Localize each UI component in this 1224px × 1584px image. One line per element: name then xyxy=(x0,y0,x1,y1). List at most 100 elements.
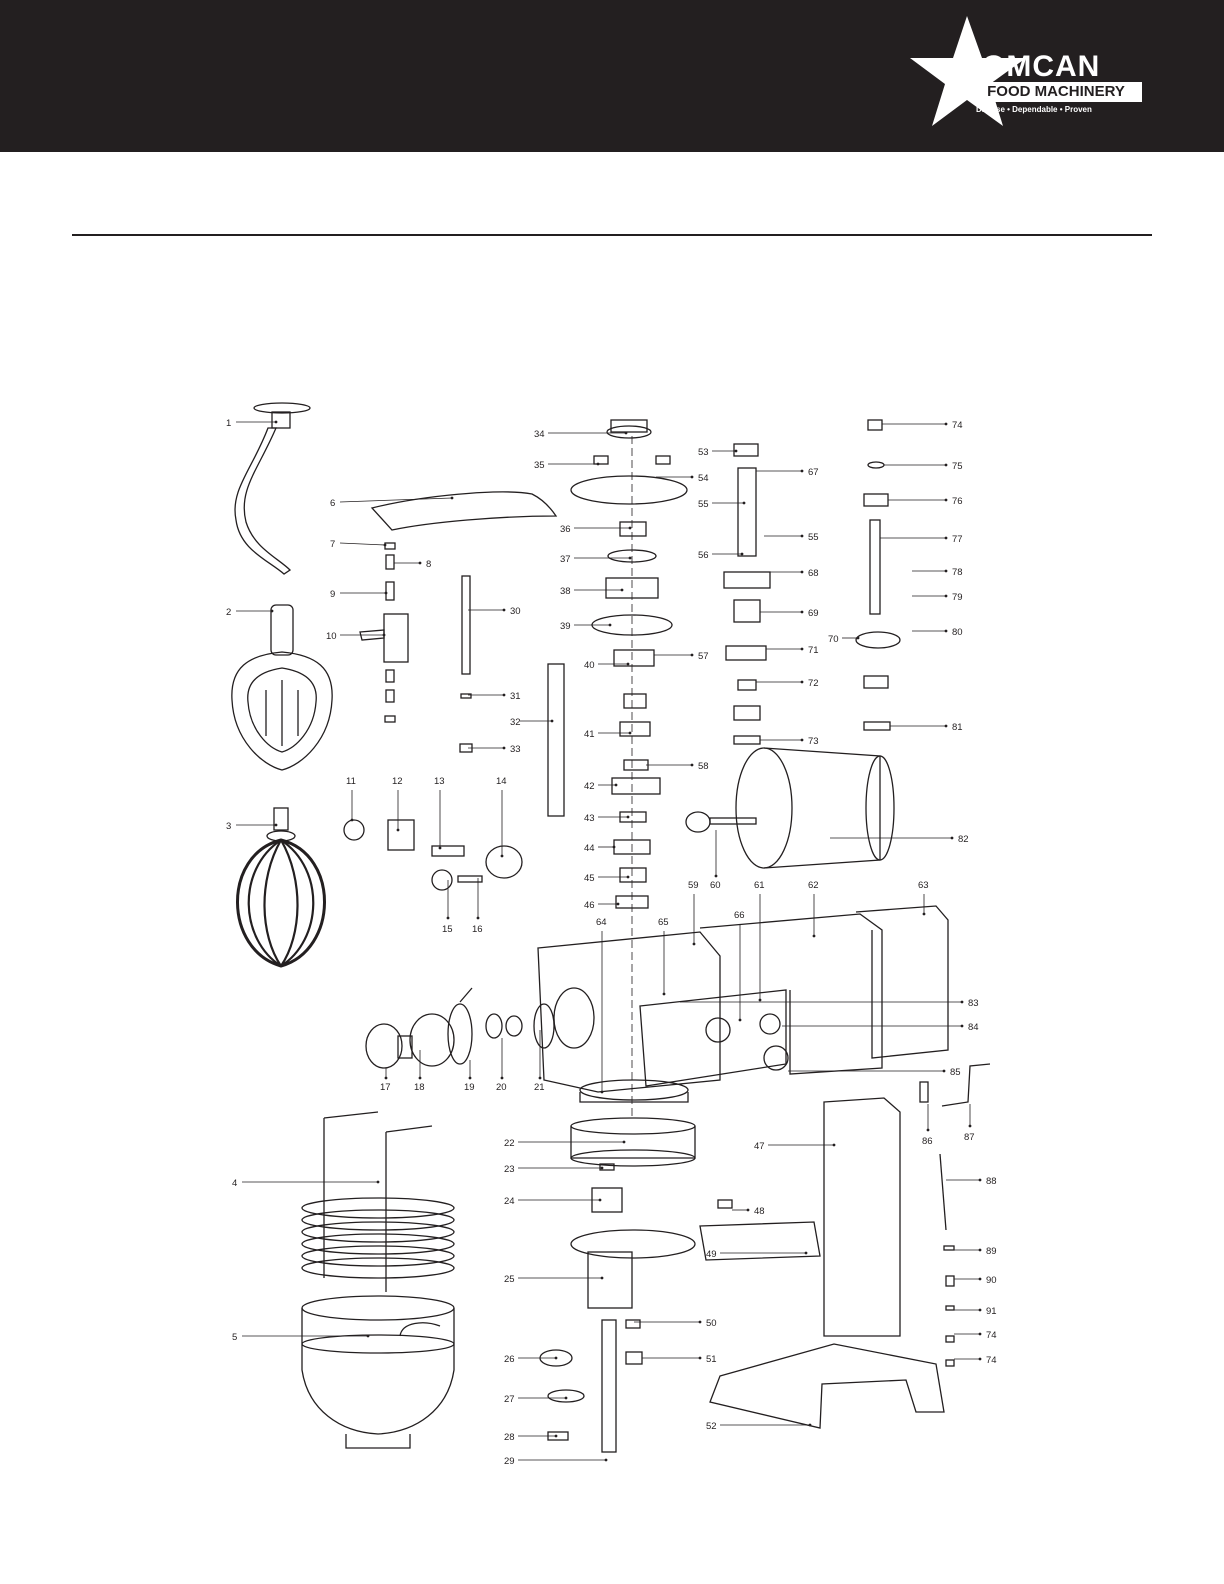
leader-dot xyxy=(626,662,630,666)
part-label: 2 xyxy=(226,607,231,618)
part-label: 23 xyxy=(504,1164,515,1175)
part-label: 80 xyxy=(952,627,963,638)
part-label: 18 xyxy=(414,1082,425,1093)
brand-logo: OMCAN FOOD MACHINERY Diverse • Dependabl… xyxy=(910,14,1160,134)
leader-dot xyxy=(554,1434,558,1438)
leader-dot xyxy=(978,1332,982,1336)
leader-dot xyxy=(418,1076,422,1080)
leader-dot xyxy=(800,680,804,684)
part-label: 71 xyxy=(808,645,819,656)
part-label: 56 xyxy=(698,550,709,561)
small-parts-drawing xyxy=(919,1063,991,1367)
part-label: 58 xyxy=(698,761,709,772)
part-label: 13 xyxy=(434,776,445,787)
leader-dot xyxy=(384,1076,388,1080)
splash-cover-drawing xyxy=(370,491,558,531)
leader-dot xyxy=(978,1178,982,1182)
leader-dot xyxy=(502,608,506,612)
attachment-hub-drawing xyxy=(365,987,555,1069)
part-label: 20 xyxy=(496,1082,507,1093)
part-label: 30 xyxy=(510,606,521,617)
part-label: 50 xyxy=(706,1318,717,1329)
part-label: 15 xyxy=(442,924,453,935)
part-label: 90 xyxy=(986,1275,997,1286)
leader-dot xyxy=(274,420,278,424)
leader-dot xyxy=(662,992,666,996)
leader-dot xyxy=(950,836,954,840)
part-label: 51 xyxy=(706,1354,717,1365)
part-label: 27 xyxy=(504,1394,515,1405)
part-label: 67 xyxy=(808,467,819,478)
leader-dot xyxy=(502,693,506,697)
leader-dot xyxy=(944,629,948,633)
part-label: 65 xyxy=(658,917,669,928)
part-label: 10 xyxy=(326,631,337,642)
leader-dot xyxy=(500,854,504,858)
leader-line xyxy=(339,497,453,503)
leader-dot xyxy=(960,1024,964,1028)
part-label: 29 xyxy=(504,1456,515,1467)
leader-dot xyxy=(626,875,630,879)
part-label: 82 xyxy=(958,834,969,845)
leader-dot xyxy=(628,731,632,735)
part-label: 9 xyxy=(330,589,335,600)
third-shaft-drawing xyxy=(855,419,901,731)
part-label: 12 xyxy=(392,776,403,787)
leader-dot xyxy=(800,738,804,742)
leader-dot xyxy=(944,422,948,426)
part-label: 42 xyxy=(584,781,595,792)
hub-parts-drawing xyxy=(343,819,523,891)
part-label: 70 xyxy=(828,634,839,645)
leader-dot xyxy=(742,501,746,505)
leader-dot xyxy=(734,449,738,453)
part-label: 55 xyxy=(698,499,709,510)
brand-tagline: Diverse • Dependable • Proven xyxy=(976,105,1092,114)
part-label: 44 xyxy=(584,843,595,854)
part-label: 14 xyxy=(496,776,507,787)
part-label: 63 xyxy=(918,880,929,891)
leader-dot xyxy=(538,1076,542,1080)
leader-dot xyxy=(626,815,630,819)
mixer-housing-drawing xyxy=(537,905,949,1103)
part-label: 55 xyxy=(808,532,819,543)
part-label: 86 xyxy=(922,1136,933,1147)
leader-dot xyxy=(698,1356,702,1360)
part-label: 6 xyxy=(330,498,335,509)
leader-dot xyxy=(274,823,278,827)
part-label: 32 xyxy=(510,717,521,728)
leader-dot xyxy=(832,1143,836,1147)
leader-dot xyxy=(690,653,694,657)
part-label: 68 xyxy=(808,568,819,579)
leader-dot xyxy=(600,1166,604,1170)
leader-dot xyxy=(692,942,696,946)
leader-dot xyxy=(384,591,388,595)
leader-dot xyxy=(418,561,422,565)
part-label: 78 xyxy=(952,567,963,578)
leader-dot xyxy=(600,1090,604,1094)
part-label: 57 xyxy=(698,651,709,662)
header-rule xyxy=(72,234,1152,236)
leader-dot xyxy=(476,916,480,920)
leader-dot xyxy=(628,526,632,530)
part-label: 39 xyxy=(560,621,571,632)
leader-dot xyxy=(978,1357,982,1361)
rods-drawing xyxy=(459,575,565,817)
leader-dot xyxy=(596,462,600,466)
part-label: 25 xyxy=(504,1274,515,1285)
part-label: 45 xyxy=(584,873,595,884)
dough-hook-drawing xyxy=(234,402,311,575)
part-label: 85 xyxy=(950,1067,961,1078)
column-and-base-drawing xyxy=(699,1097,945,1429)
leader-dot xyxy=(564,1396,568,1400)
leader-dot xyxy=(942,1069,946,1073)
part-label: 40 xyxy=(584,660,595,671)
part-label: 73 xyxy=(808,736,819,747)
part-label: 31 xyxy=(510,691,521,702)
leader-dot xyxy=(978,1248,982,1252)
leader-dot xyxy=(690,475,694,479)
leader-dot xyxy=(978,1277,982,1281)
brand-name: OMCAN xyxy=(982,50,1101,83)
leader-dot xyxy=(600,1276,604,1280)
part-label: 11 xyxy=(346,776,356,787)
